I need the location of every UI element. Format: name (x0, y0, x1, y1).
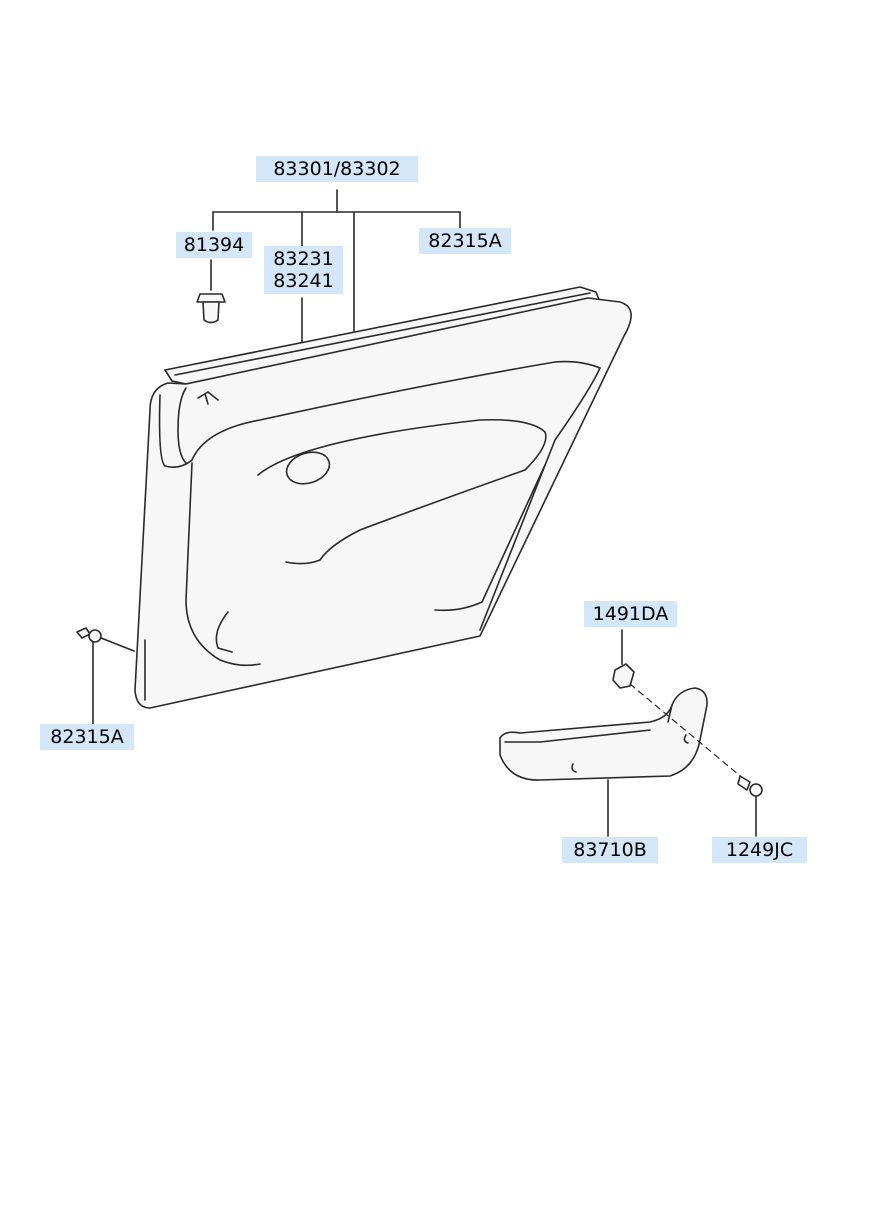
callout-fastener-left[interactable]: 82315A (40, 724, 134, 750)
screw-part (737, 775, 763, 797)
callout-handle-text: 83710B (573, 839, 647, 861)
callout-screw-text: 1249JC (725, 839, 794, 861)
alignment-line (629, 683, 746, 781)
leader-bracket-panel-assy (212, 189, 461, 354)
callout-fastener-left-text: 82315A (50, 726, 124, 748)
callout-screw[interactable]: 1249JC (712, 837, 807, 863)
callout-weatherstrip-text-a: 83231 (273, 248, 334, 270)
assist-handle-part (499, 687, 708, 781)
door-trim-panel-part (134, 297, 632, 709)
callout-clip-top-text: 81394 (183, 234, 245, 256)
callout-clip-top[interactable]: 81394 (176, 232, 252, 258)
callout-fastener-right[interactable]: 82315A (419, 228, 511, 254)
callout-nut[interactable]: 1491DA (584, 601, 677, 627)
callout-fastener-right-text: 82315A (428, 230, 502, 252)
callout-handle[interactable]: 83710B (562, 837, 658, 863)
clip-top-part (196, 293, 226, 324)
callout-weatherstrip-text-b: 83241 (273, 270, 334, 292)
nut-part (612, 663, 635, 689)
callout-panel-assy-text: 83301/83302 (273, 158, 401, 180)
callout-panel-assy[interactable]: 83301/83302 (256, 156, 418, 182)
callout-weatherstrip[interactable]: 83231 83241 (264, 246, 343, 294)
fastener-left-part (76, 627, 135, 652)
callout-nut-text: 1491DA (592, 603, 669, 625)
